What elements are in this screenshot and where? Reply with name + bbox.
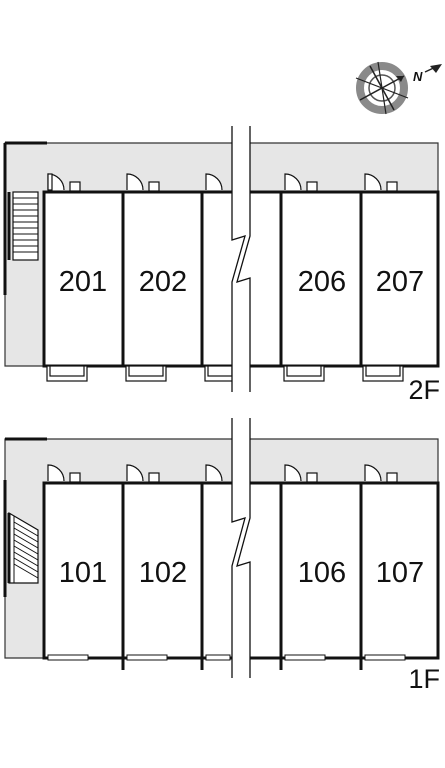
unit-label-202: 202	[139, 266, 187, 298]
unit-label-207: 207	[376, 266, 424, 298]
unit-label-107: 107	[376, 557, 424, 589]
unit-label-101: 101	[59, 557, 107, 589]
floor-label-1f: 1F	[408, 664, 440, 694]
compass-rose-icon	[355, 61, 442, 115]
unit-label-201: 201	[59, 266, 107, 298]
unit-label-206: 206	[298, 266, 346, 298]
floor-2f	[3, 126, 440, 392]
floor-1f	[3, 418, 440, 678]
unit-label-102: 102	[139, 557, 187, 589]
staircase-2f	[7, 191, 39, 261]
compass-north-label: N	[413, 69, 423, 84]
staircase-1f	[7, 511, 39, 584]
balcony-2f	[46, 365, 404, 382]
door-icon	[47, 464, 398, 483]
break-line-2f	[231, 126, 251, 392]
door-icon	[47, 173, 398, 192]
window-1f	[47, 654, 406, 661]
unit-label-106: 106	[298, 557, 346, 589]
break-line-1f	[231, 418, 251, 678]
floor-label-2f: 2F	[408, 375, 440, 405]
